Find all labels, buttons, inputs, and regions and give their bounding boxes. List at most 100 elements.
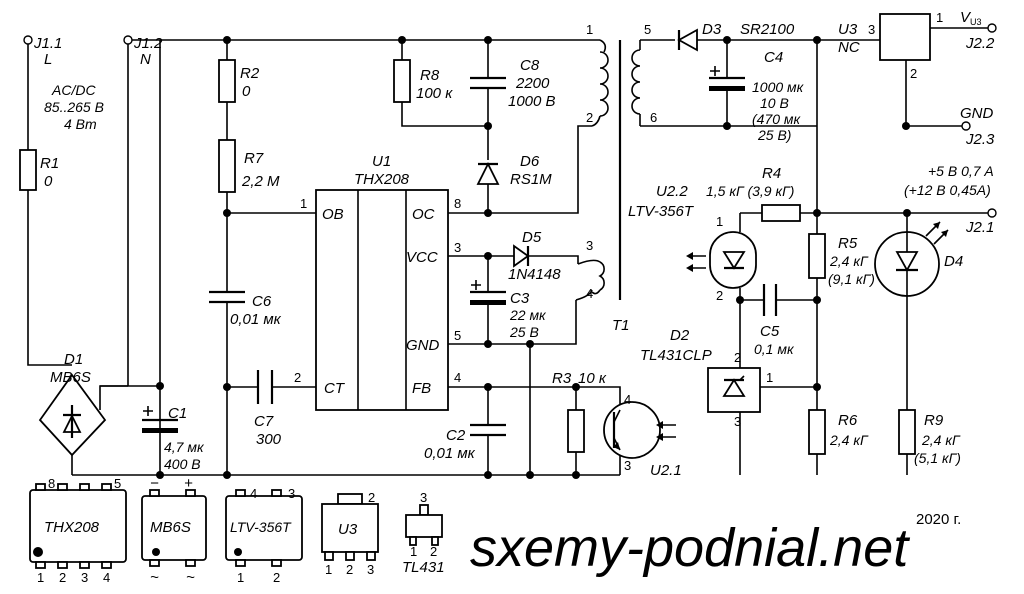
c7-ref: C7 <box>254 413 274 430</box>
pkg-tl431-label: TL431 <box>402 559 445 576</box>
terminal-j23 <box>961 121 971 131</box>
t1-pin-1: 1 <box>586 22 593 37</box>
pkg-thx208-label: THX208 <box>44 519 100 536</box>
u1-pinnum-5: 5 <box>454 328 461 343</box>
r5-ref: R5 <box>838 235 858 252</box>
r6-ref: R6 <box>838 412 858 429</box>
tl431-d2 <box>707 367 761 413</box>
d2-ref: D2 <box>670 327 690 344</box>
c4-value4: 25 В) <box>757 127 791 143</box>
r1-value: 0 <box>44 173 53 190</box>
t1-pin-6: 6 <box>650 110 657 125</box>
j21-ref: J2.1 <box>965 219 994 236</box>
d3-ref: D3 <box>702 21 722 38</box>
pkg-ltv-pin4: 4 <box>250 486 257 501</box>
bridge-d1 <box>38 373 107 457</box>
pkg-thx208-pin1: 1 <box>37 570 44 585</box>
input-spec-3: 4 Вт <box>64 116 97 132</box>
d5-ref: D5 <box>522 229 542 246</box>
r3-ref: R3 <box>552 370 572 387</box>
capacitors <box>142 66 778 437</box>
diodes <box>38 28 949 457</box>
package-mb6s <box>141 489 207 567</box>
u1-pin-fb: FB <box>412 380 431 397</box>
t1-pin-3: 3 <box>586 238 593 253</box>
pkg-thx208-pin3: 3 <box>81 570 88 585</box>
package-u3 <box>321 493 379 561</box>
pkg-thx208-pin5: 5 <box>114 476 121 491</box>
resistor-r9 <box>898 409 916 455</box>
pkg-mb6s-ac1: ~ <box>150 569 159 586</box>
capacitor-c3 <box>470 280 506 305</box>
r9-ref: R9 <box>924 412 944 429</box>
terminal-j11 <box>23 35 33 45</box>
pkg-u3-b2: 2 <box>346 562 353 577</box>
r9-value2: (5,1 кГ) <box>914 450 961 466</box>
c3-value1: 22 мк <box>509 307 547 323</box>
label-j12-ref: J1.2 <box>133 35 163 52</box>
package-ltv356t <box>225 489 303 567</box>
transformer-t1 <box>577 40 641 300</box>
regulator-u3 <box>879 13 931 61</box>
pkg-thx208-pin2: 2 <box>59 570 66 585</box>
u22-pin-2: 2 <box>716 288 723 303</box>
label-j12-name: N <box>140 51 151 68</box>
input-spec-2: 85..265 В <box>44 99 104 115</box>
wires <box>27 27 990 476</box>
resistor-r1 <box>19 149 37 191</box>
label-j11-name: L <box>44 51 52 68</box>
pkg-ltv-pin2: 2 <box>273 570 280 585</box>
d2-value: TL431CLP <box>640 347 712 364</box>
capacitor-c2 <box>470 423 506 437</box>
c7-value: 300 <box>256 431 282 448</box>
c1-value2: 400 В <box>164 456 201 472</box>
u1-pinnum-2: 2 <box>294 370 301 385</box>
resistor-r8 <box>393 59 411 103</box>
u3-ref: U3 <box>838 21 858 38</box>
c1-value1: 4,7 мк <box>164 439 205 455</box>
r7-value: 2,2 М <box>241 173 280 190</box>
pkg-mb6s-plus: + <box>184 475 193 492</box>
pkg-tl431-pin2: 2 <box>430 544 437 559</box>
labels: J1.1 L J1.2 N AC/DC 85..265 В 4 Вт R1 0 … <box>33 9 995 586</box>
pkg-ltv-pin1: 1 <box>237 570 244 585</box>
j22-name: VU3 <box>960 9 982 27</box>
terminal-j22 <box>987 23 997 33</box>
u1-value: THX208 <box>354 171 410 188</box>
t1-ref: T1 <box>612 317 630 334</box>
resistors <box>19 59 916 455</box>
opto-transistor-u21 <box>603 401 676 459</box>
c4-ref: C4 <box>764 49 783 66</box>
r5-value1: 2,4 кГ <box>829 253 869 269</box>
pkg-u3-b1: 1 <box>325 562 332 577</box>
pkg-mb6s-label: MB6S <box>150 519 191 536</box>
c3-ref: C3 <box>510 290 530 307</box>
capacitor-c7 <box>256 370 274 404</box>
u1-pinnum-1: 1 <box>300 196 307 211</box>
j21-line1: +5 В 0,7 А <box>928 163 994 179</box>
label-j11-ref: J1.1 <box>33 35 62 52</box>
j23-name: GND <box>960 105 994 122</box>
diode-d6 <box>476 161 500 185</box>
d6-value: RS1M <box>510 171 552 188</box>
c4-value1: 1000 мк <box>752 79 805 95</box>
u1-pinnum-4: 4 <box>454 370 461 385</box>
d2-pin-2: 2 <box>734 350 741 365</box>
j23-ref: J2.3 <box>965 131 995 148</box>
c4-value3: (470 мк <box>752 111 802 127</box>
u3-pin-1: 1 <box>936 10 943 25</box>
diode-d3 <box>677 28 698 52</box>
capacitor-c5 <box>762 284 778 316</box>
junctions <box>156 36 911 479</box>
pkg-tl431-pin1: 1 <box>410 544 417 559</box>
d2-pin-1: 1 <box>766 370 773 385</box>
watermark: sxemy-podnial.net <box>470 518 910 578</box>
optocoupler <box>603 231 757 459</box>
terminal-j12 <box>123 35 133 45</box>
pkg-tl431-pin3: 3 <box>420 490 427 505</box>
c3-value2: 25 В <box>509 324 539 340</box>
capacitor-c4 <box>709 66 745 91</box>
c8-ref: C8 <box>520 57 540 74</box>
u3-value: NC <box>838 39 860 56</box>
